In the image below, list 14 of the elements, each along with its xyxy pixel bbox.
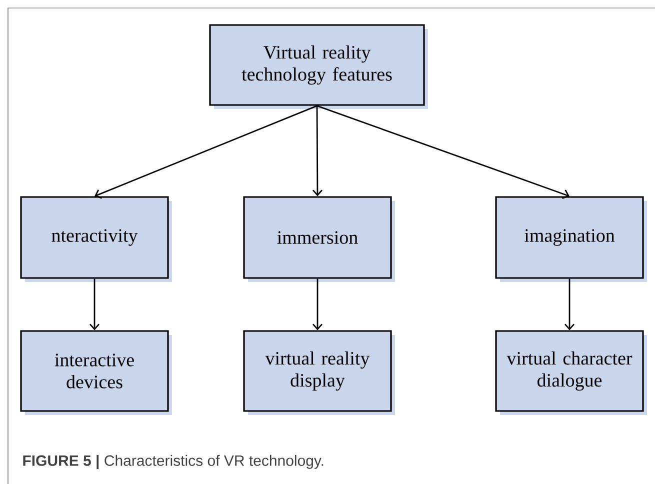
arrow [94, 105, 318, 199]
process-box: Virtual reality technology features [209, 24, 428, 109]
arrow [564, 278, 575, 330]
process-box: imagination [495, 196, 647, 282]
arrow [316, 105, 570, 200]
arrow [89, 278, 100, 330]
process-box: virtual reality display [243, 330, 395, 415]
caption: FIGURE 5 | Characteristics of VR technology. [23, 454, 324, 470]
arrow [312, 278, 323, 330]
process-box: interactive devices [20, 330, 172, 415]
process-box: virtual character dialogue [495, 330, 647, 415]
process-box: immersion [243, 196, 395, 282]
arrow [312, 106, 322, 196]
process-box: nteractivity [20, 196, 172, 282]
